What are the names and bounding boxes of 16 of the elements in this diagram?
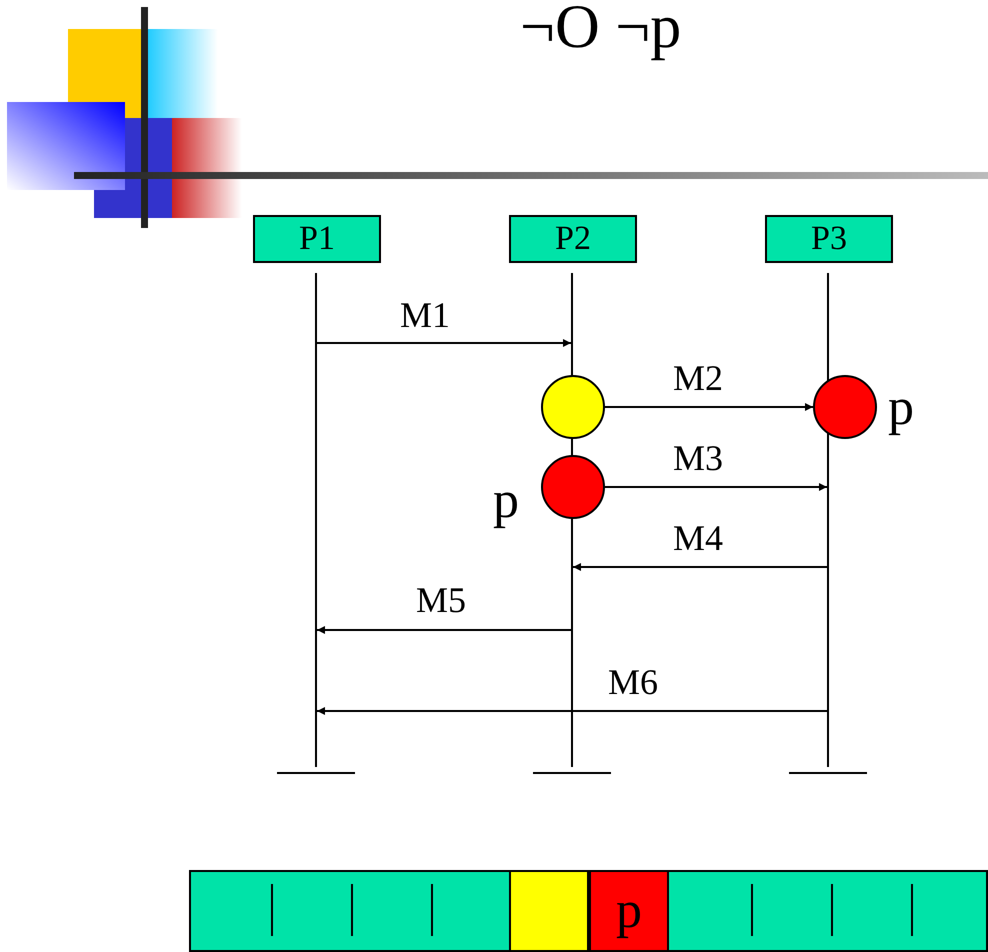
message-arrow	[317, 707, 827, 715]
strip-cell: p	[589, 870, 669, 952]
message-arrow	[317, 626, 571, 634]
message-arrow	[605, 483, 827, 491]
title: ¬O ¬p	[520, 0, 682, 58]
strip-cell	[509, 870, 589, 952]
message-arrow	[317, 339, 571, 347]
process-box: P2	[509, 215, 637, 263]
state-label: p	[493, 475, 519, 527]
state-label: p	[888, 382, 914, 434]
timeline-strip	[189, 870, 988, 952]
process-box: P3	[765, 215, 893, 263]
lifeline	[315, 273, 317, 767]
message-arrow	[605, 403, 813, 411]
process-box: P1	[253, 215, 381, 263]
message-arrow	[573, 563, 827, 571]
